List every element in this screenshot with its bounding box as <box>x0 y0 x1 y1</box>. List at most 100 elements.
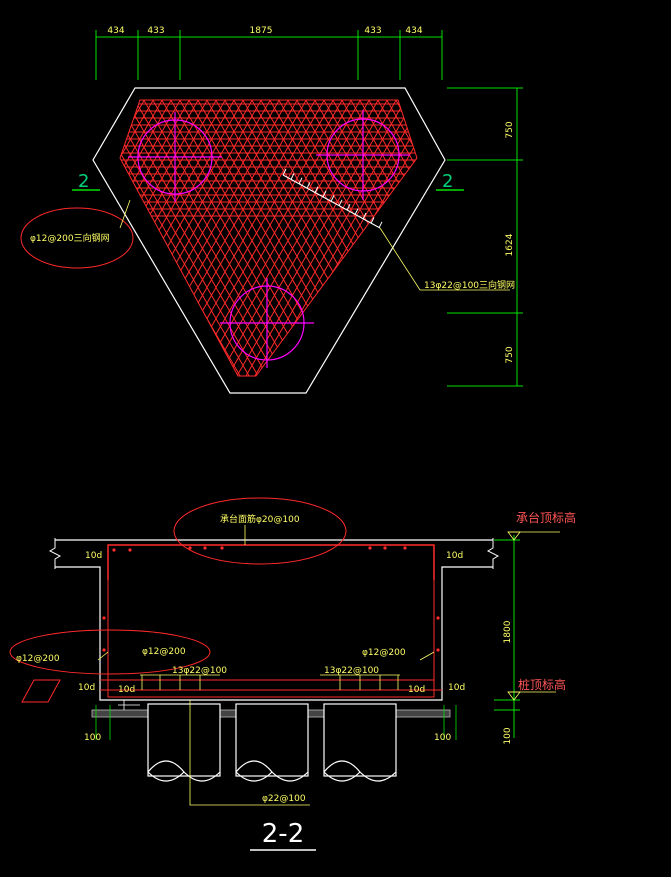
bar-tick <box>306 181 311 189</box>
lap-right-bottom-in: 10d <box>408 685 425 695</box>
rebar-dot <box>112 548 116 552</box>
lap-left-bottom-out: 10d <box>78 683 95 693</box>
mesh-bar-diagonal-a <box>317 100 417 376</box>
pile-1 <box>128 112 222 202</box>
mesh-bar-diagonal-b <box>197 100 417 376</box>
rebar-dot <box>188 546 192 550</box>
mesh-bar-diagonal-b <box>120 100 349 376</box>
embed-dim-left-text: 100 <box>84 733 101 743</box>
rebar-dot <box>383 546 387 550</box>
mesh-bar-diagonal-a <box>371 100 417 376</box>
mesh-bar-diagonal-a <box>344 100 417 376</box>
note-bubble-side <box>9 629 211 675</box>
leader-side-left <box>97 651 109 661</box>
mesh-bar-diagonal-b <box>179 100 412 376</box>
lap-right-bottom-out: 10d <box>448 683 465 693</box>
note-bottom-bars: φ22@100 <box>262 794 306 804</box>
bar-tick <box>346 203 351 211</box>
mesh-bar-diagonal-a <box>191 100 417 376</box>
note-top-bars: 承台面筋φ20@100 <box>220 513 300 525</box>
side-rebar <box>107 545 435 698</box>
mesh-bar-diagonal-a <box>353 100 417 376</box>
mesh-bar-diagonal-b <box>152 100 385 376</box>
leader-side-right <box>419 651 435 661</box>
bar-tick <box>338 199 343 207</box>
note-side-left: φ12@200 <box>16 654 60 664</box>
note-bottom-mesh: φ12@200三向钢网 <box>30 232 110 244</box>
section-mark-right: 2 <box>442 171 453 192</box>
note-bubble-bottom-mesh <box>20 207 134 269</box>
bar-tick <box>362 212 367 220</box>
note-top-mesh: 13φ22@100三向钢网 <box>424 279 515 291</box>
cap-body-outline <box>55 566 493 701</box>
rebar-dot <box>220 546 224 550</box>
top-dimension-chain <box>95 30 443 80</box>
top-mesh-bar-marker <box>282 168 383 229</box>
note-bottom-bar-left: 13φ22@100 <box>172 666 227 676</box>
mesh-bar-diagonal-a <box>326 100 417 376</box>
bar-tick <box>290 173 295 180</box>
embed-dim-right <box>443 705 457 740</box>
break-line-right <box>486 538 500 569</box>
mesh-bar-diagonal-b <box>120 100 331 376</box>
lap-left-bottom-in: 10d <box>118 685 135 695</box>
mesh-bar-diagonal-b <box>143 100 376 376</box>
rebar-mesh-boundary <box>119 99 418 377</box>
section-mark-left: 2 <box>78 171 89 192</box>
break-line-left <box>48 538 62 569</box>
rebar-dot <box>203 546 207 550</box>
bottom-level-label: 桩顶标高 <box>518 677 566 692</box>
section-cut-left: 2 <box>72 171 100 192</box>
note-bottom-bar-right: 13φ22@100 <box>324 666 379 676</box>
section-cover-text: 100 <box>503 727 513 744</box>
mesh-bar-diagonal-b <box>161 100 394 376</box>
dim-top-2: 433 <box>147 26 164 36</box>
bar-tick <box>378 221 383 229</box>
rebar-dot <box>368 546 372 550</box>
mesh-bar-diagonal-a <box>200 100 417 376</box>
note-bubble-top <box>173 497 347 565</box>
small-tick-marker <box>118 700 140 710</box>
dim-top-5: 434 <box>405 26 422 36</box>
pile-3 <box>220 278 314 368</box>
mesh-bar-diagonal-a <box>120 100 316 376</box>
mesh-bar-diagonal-b <box>188 100 417 376</box>
pile-cap-outline <box>92 87 446 394</box>
section-symbol <box>21 679 61 703</box>
leader-top-mesh <box>379 227 510 291</box>
rebar-dot <box>436 648 440 652</box>
rebar-dot <box>128 548 132 552</box>
bar-tick <box>330 195 335 202</box>
top-level-label: 承台顶标高 <box>516 510 576 525</box>
mesh-bar-diagonal-b <box>120 100 313 376</box>
bottom-level-marker: 桩顶标高 <box>507 677 566 701</box>
pile-2 <box>316 110 410 200</box>
embed-dim-left <box>95 705 111 740</box>
bar-tick <box>354 208 359 215</box>
leader-bottom <box>189 700 310 806</box>
dim-right-2: 1624 <box>505 233 515 256</box>
embed-dim-right-text: 100 <box>434 733 451 743</box>
mesh-bar-diagonal-a <box>362 100 417 376</box>
mesh-bar-diagonal-b <box>125 100 358 376</box>
section-title: 2-2 <box>262 819 304 849</box>
bar-tick <box>282 168 287 176</box>
leader-bottom-mesh <box>119 199 131 229</box>
pile-section-2 <box>235 703 309 782</box>
mesh-bar-diagonal-a <box>335 100 417 376</box>
dim-right-3: 750 <box>505 346 515 363</box>
rebar-dots <box>102 546 440 652</box>
pile-section-1 <box>147 703 221 782</box>
rebar-dot <box>403 546 407 550</box>
top-level-marker: 承台顶标高 <box>507 510 576 541</box>
lap-left-top: 10d <box>85 551 102 561</box>
dim-top-4: 433 <box>364 26 381 36</box>
bottom-bar-leader-left <box>140 674 220 690</box>
pile-section-3 <box>323 703 397 782</box>
section-height-text: 1800 <box>503 620 513 643</box>
section-height-dim <box>494 535 520 738</box>
mesh-bar-diagonal-a <box>308 100 417 376</box>
rebar-dot <box>102 616 106 620</box>
dim-top-1: 434 <box>107 26 124 36</box>
